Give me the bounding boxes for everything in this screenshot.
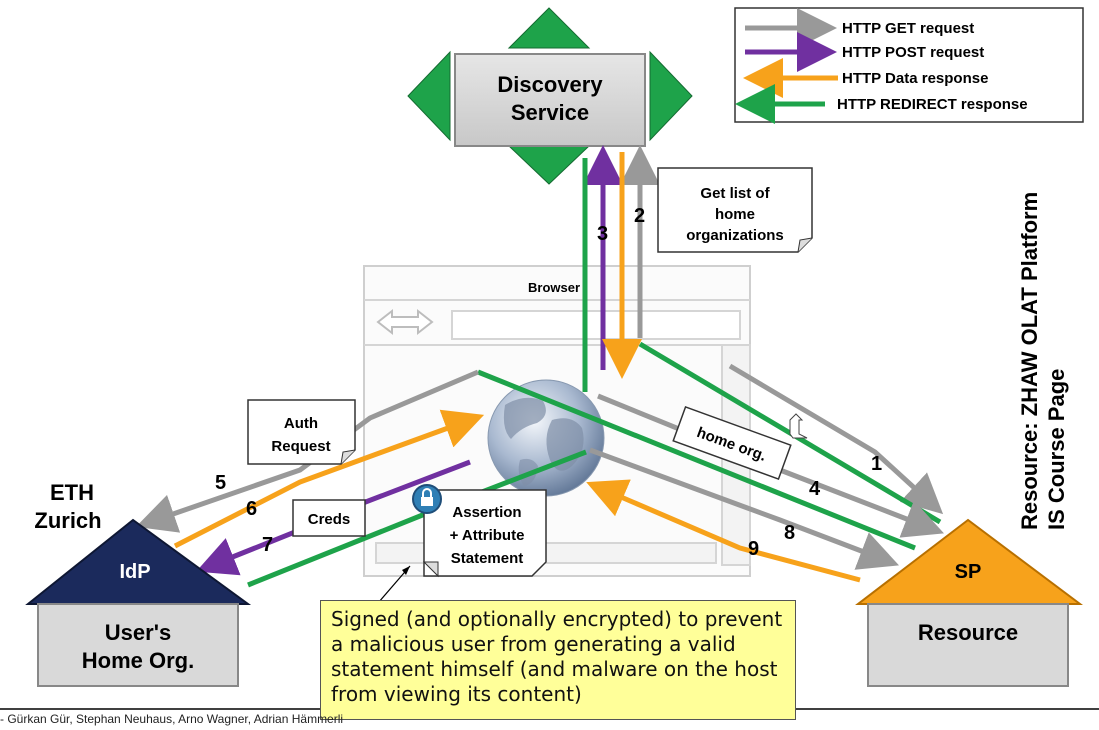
legend-data-label: HTTP Data response <box>842 70 988 87</box>
svg-text:Auth: Auth <box>284 415 318 432</box>
note-auth-request: Auth Request <box>247 399 356 465</box>
note-creds: Creds <box>292 499 366 537</box>
svg-text:Creds: Creds <box>308 511 351 528</box>
discovery-title-1: Discovery <box>497 72 603 97</box>
sp-redirect-line <box>477 369 916 551</box>
browser-title: Browser <box>528 280 580 295</box>
idp-roof-label: IdP <box>119 561 150 583</box>
note-get-list: Get list of home organizations <box>657 167 813 253</box>
svg-text:Assertion: Assertion <box>452 504 521 521</box>
step-7: 7 <box>262 534 273 556</box>
resource-label-2: IS Course Page <box>1044 369 1069 530</box>
idp-line-2: Home Org. <box>82 648 194 673</box>
step8-get-arrow <box>589 447 900 570</box>
eth-label-2: Zurich <box>34 508 101 533</box>
sp-line-1: Resource <box>918 620 1018 645</box>
step6-data-arrow <box>173 409 485 549</box>
step-1: 1 <box>871 453 882 475</box>
sp-roof-label: SP <box>955 561 982 583</box>
svg-text:home: home <box>715 206 755 223</box>
step1-get-arrow <box>728 363 944 515</box>
note-assertion: Assertion + Attribute Statement <box>412 484 547 578</box>
svg-text:organizations: organizations <box>686 227 784 244</box>
footer-authors: - Gürkan Gür, Stephan Neuhaus, Arno Wagn… <box>0 712 344 726</box>
step-4: 4 <box>809 478 821 500</box>
legend-redirect-label: HTTP REDIRECT response <box>837 96 1028 113</box>
step-2: 2 <box>634 205 645 227</box>
discovery-service: Discovery Service <box>407 7 693 185</box>
discovery-title-2: Service <box>511 100 589 125</box>
svg-text:+ Attribute: + Attribute <box>450 527 525 544</box>
idp-line-1: User's <box>105 620 171 645</box>
step-6: 6 <box>246 498 257 520</box>
legend-get-label: HTTP GET request <box>842 20 974 37</box>
step-9: 9 <box>748 538 759 560</box>
back-forward-icon <box>376 308 434 336</box>
step9-data-arrow <box>586 479 861 583</box>
step-3: 3 <box>597 223 608 245</box>
legend-post-label: HTTP POST request <box>842 44 984 61</box>
step-labels: 1 2 3 4 5 6 7 8 9 <box>215 205 882 560</box>
svg-text:Get list of: Get list of <box>700 185 770 202</box>
resource-label-1: Resource: ZHAW OLAT Platform <box>1017 192 1042 530</box>
step-8: 8 <box>784 522 795 544</box>
idp-house: IdP User's Home Org. <box>25 518 252 687</box>
legend: HTTP GET request HTTP POST request HTTP … <box>734 7 1084 124</box>
svg-text:Request: Request <box>271 438 330 455</box>
sp-house: SP Resource <box>855 518 1083 687</box>
eth-label-1: ETH <box>50 480 94 505</box>
flows <box>135 145 944 611</box>
svg-text:Statement: Statement <box>451 550 524 567</box>
signature-callout: Signed (and optionally encrypted) to pre… <box>320 600 796 720</box>
step-5: 5 <box>215 472 226 494</box>
cursor-icon <box>789 413 808 439</box>
